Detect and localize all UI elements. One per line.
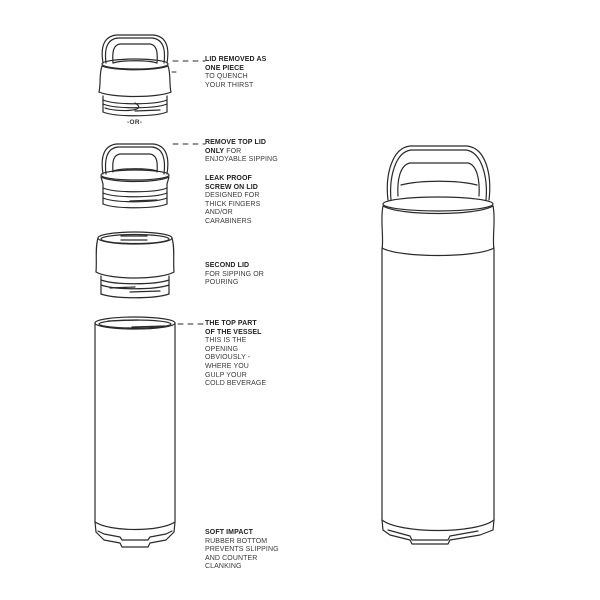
- callout-body: YOUR THIRST: [205, 81, 254, 89]
- callout-body: COLD BEVERAGE: [205, 380, 267, 388]
- vessel-body-drawing: [94, 316, 176, 548]
- callout-body: OPENING: [205, 345, 238, 353]
- callout-heading: ONE PIECE: [205, 64, 245, 72]
- callout-body: RUBBER BOTTOM: [205, 537, 268, 545]
- callout-top-part: THE TOP PART OF THE VESSEL THIS IS THE O…: [205, 320, 266, 389]
- callout-soft-impact: SOFT IMPACT RUBBER BOTTOM PREVENTS SLIPP…: [205, 529, 279, 572]
- callout-remove-top-lid: REMOVE TOP LID ONLY FOR ENJOYABLE SIPPIN…: [205, 139, 278, 165]
- callout-heading: OF THE VESSEL: [205, 328, 262, 336]
- callout-body: THICK FINGERS: [205, 200, 261, 208]
- callout-body: CLANKING: [205, 563, 242, 571]
- callout-body: AND/OR: [205, 209, 233, 217]
- callout-heading: SCREW ON LID: [205, 183, 258, 191]
- callout-body: POURING: [205, 279, 239, 287]
- callout-body: THIS IS THE: [205, 337, 247, 345]
- callout-body: TO QUENCH: [205, 73, 248, 81]
- callout-body: DESIGNED FOR: [205, 192, 260, 200]
- callout-body: AND COUNTER: [205, 554, 258, 562]
- callout-leaders: [172, 60, 206, 325]
- callout-body: PREVENTS SLIPPING: [205, 546, 279, 554]
- or-separator: -OR-: [127, 119, 143, 126]
- lid-assembly-drawing: [98, 34, 172, 117]
- callout-heading: LEAK PROOF: [205, 175, 252, 182]
- callout-lid-removed: LID REMOVED AS ONE PIECE TO QUENCH YOUR …: [205, 56, 266, 90]
- callout-heading: SECOND LID: [205, 262, 250, 269]
- callout-leak-proof: LEAK PROOF SCREW ON LID DESIGNED FOR THI…: [205, 175, 260, 227]
- callout-heading: LID REMOVED AS: [205, 56, 267, 63]
- callout-heading: SOFT IMPACT: [205, 529, 254, 536]
- callout-body: FOR SIPPING OR: [205, 270, 264, 278]
- callout-heading: REMOVE TOP LID: [205, 139, 267, 146]
- assembled-bottle-drawing: [381, 145, 495, 545]
- callout-second-lid: SECOND LID FOR SIPPING OR POURING: [205, 262, 264, 288]
- callout-heading: THE TOP PART: [205, 320, 257, 327]
- callout-body: WHERE YOU: [205, 362, 249, 370]
- top-lid-drawing: [100, 143, 170, 209]
- callout-body: GULP YOUR: [205, 371, 247, 379]
- callout-body: ENJOYABLE SIPPING: [205, 156, 278, 164]
- callout-body: OBVIOUSLY -: [205, 354, 251, 362]
- second-lid-drawing: [95, 231, 175, 299]
- callout-body: CARABINERS: [205, 217, 252, 225]
- callout-body: FOR: [224, 147, 242, 155]
- callout-heading: ONLY: [205, 147, 225, 155]
